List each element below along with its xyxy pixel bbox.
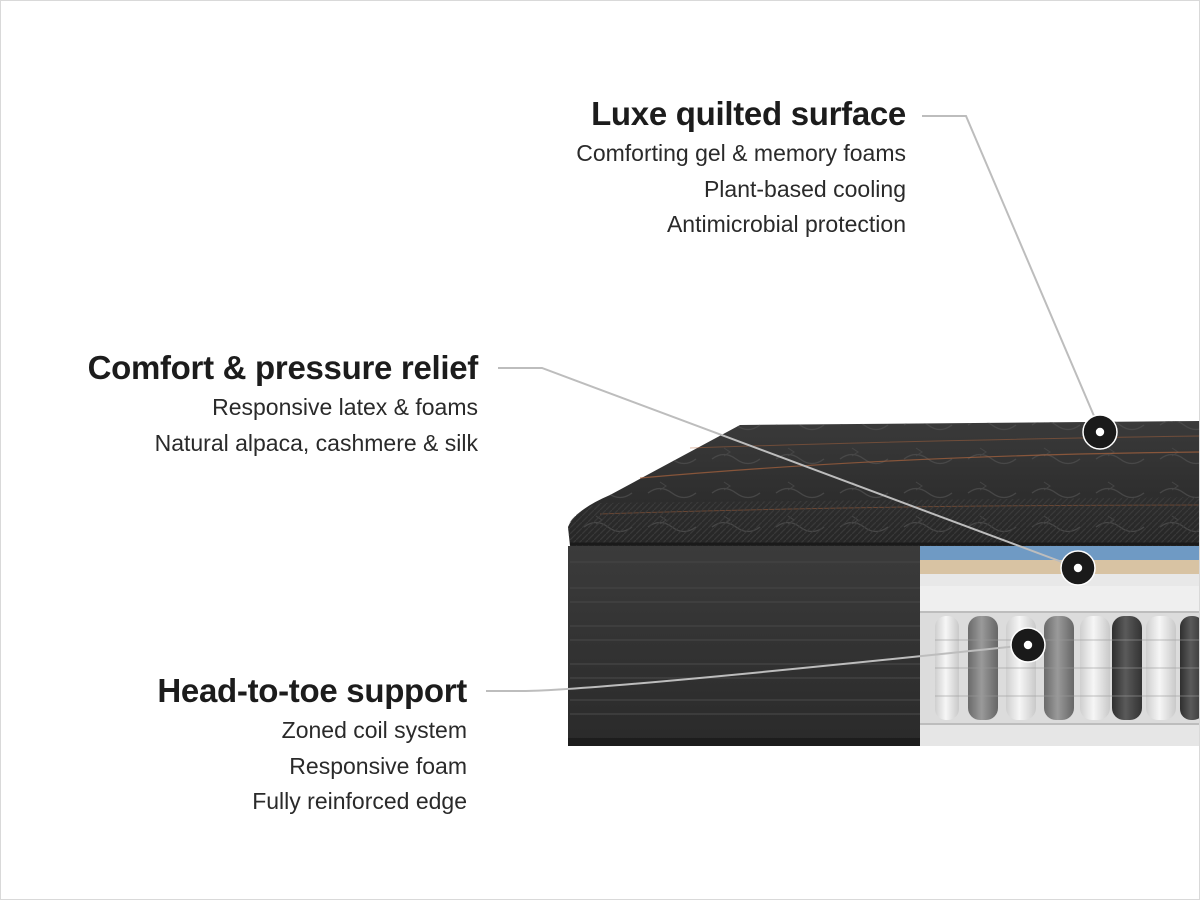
leader-line-comfort	[498, 367, 1079, 569]
marker-dot-icon	[1060, 550, 1096, 586]
callout-heading: Luxe quilted surface	[591, 95, 906, 132]
quilted-top-surface	[568, 421, 1200, 546]
feature-list: Comforting gel & memory foams Plant-base…	[576, 136, 906, 243]
callout-heading: Comfort & pressure relief	[87, 349, 479, 386]
marker-dot-icon	[1010, 627, 1046, 663]
feature-list: Responsive latex & foams Natural alpaca,…	[88, 390, 478, 461]
feature-item: Comforting gel & memory foams	[576, 140, 906, 166]
callout-comfort-relief: Comfort & pressure relief Responsive lat…	[87, 348, 479, 461]
marker-dot-icon	[1082, 414, 1118, 450]
feature-item: Antimicrobial protection	[666, 211, 906, 237]
callout-heading: Head-to-toe support	[157, 672, 467, 709]
leader-line-support	[486, 644, 1029, 692]
feature-item: Fully reinforced edge	[252, 788, 467, 814]
feature-item: Zoned coil system	[281, 717, 467, 743]
callout-quilted-surface: Luxe quilted surface Comforting gel & me…	[576, 94, 906, 243]
feature-list: Zoned coil system Responsive foam Fully …	[157, 713, 467, 820]
feature-item: Responsive foam	[289, 752, 467, 779]
coil-row	[935, 616, 1200, 720]
feature-item: Responsive latex & foams	[212, 394, 478, 420]
callout-head-to-toe-support: Head-to-toe support Zoned coil system Re…	[157, 671, 467, 820]
feature-item: Plant-based cooling	[703, 175, 906, 202]
leader-line-surface	[922, 115, 1101, 431]
feature-item: Natural alpaca, cashmere & silk	[154, 429, 478, 456]
mattress-side-panel	[568, 546, 923, 746]
